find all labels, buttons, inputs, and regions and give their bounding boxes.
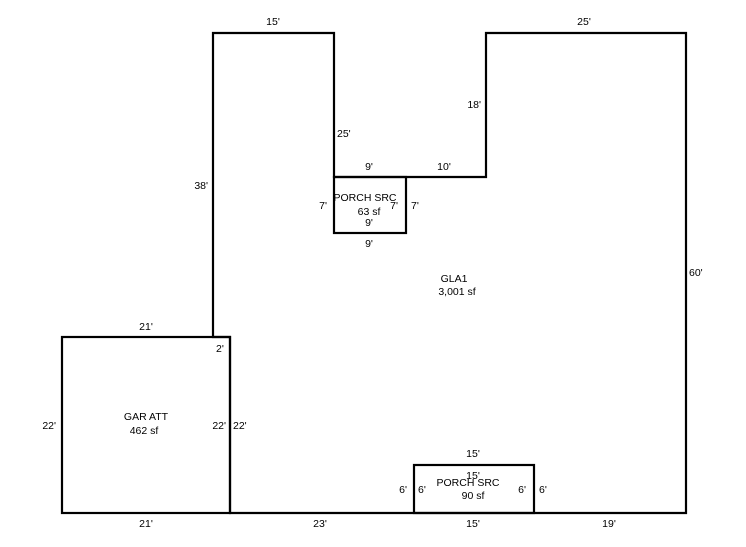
dim-gla-notch-bottom-left: 9' (365, 161, 373, 173)
porch-bottom-area: 90 sf (462, 490, 485, 502)
dim-garage-bottom: 21' (139, 518, 153, 530)
dim-gla-right: 60' (689, 267, 703, 279)
dim-gla-notch-bottom-right: 10' (437, 161, 451, 173)
garage-area: 462 sf (130, 425, 159, 437)
porch-top-name: PORCH SRC (333, 192, 396, 204)
dim-gla-notch-left: 25' (337, 128, 351, 140)
dim-gla-top-left: 15' (266, 16, 280, 28)
dim-gla-bottom-mid: 23' (313, 518, 327, 530)
dim-porch-bottom-right-out: 6' (539, 484, 547, 496)
dim-gla-step: 2' (216, 343, 224, 355)
dim-porch-bottom-bottom: 15' (466, 518, 480, 530)
dim-gla-notch-right: 18' (467, 99, 481, 111)
dim-gla-top-right: 25' (577, 16, 591, 28)
gla-area: 3,001 sf (438, 286, 475, 298)
porch-top-area: 63 sf (358, 206, 381, 218)
garage-outline (60, 335, 232, 515)
dim-porch-top-right-in: 7' (390, 200, 398, 212)
dim-porch-bottom-left-in: 6' (418, 484, 426, 496)
dim-porch-top-inner: 9' (365, 217, 373, 229)
dim-porch-bottom-left-out: 6' (399, 484, 407, 496)
dim-porch-top-right-out: 7' (411, 200, 419, 212)
dim-garage-right: 22' (212, 420, 226, 432)
dim-porch-bottom-top-out: 15' (466, 448, 480, 460)
dim-porch-bottom-right-in: 6' (518, 484, 526, 496)
dim-porch-bottom-top-in: 15' (466, 470, 480, 482)
garage-name: GAR ATT (124, 411, 169, 423)
dim-gla-bottom-right: 19' (602, 518, 616, 530)
porch-bottom-outline (412, 463, 536, 515)
gla-name: GLA1 (441, 273, 468, 285)
porch-top-outline (332, 175, 408, 235)
dim-porch-top-left: 7' (319, 200, 327, 212)
dim-garage-top: 21' (139, 321, 153, 333)
dim-garage-left: 22' (42, 420, 56, 432)
dim-porch-top-bottom: 9' (365, 238, 373, 250)
dim-gla-garage-side: 22' (233, 420, 247, 432)
dim-gla-left-upper: 38' (194, 180, 208, 192)
porch-bottom-name: PORCH SRC (436, 477, 499, 489)
